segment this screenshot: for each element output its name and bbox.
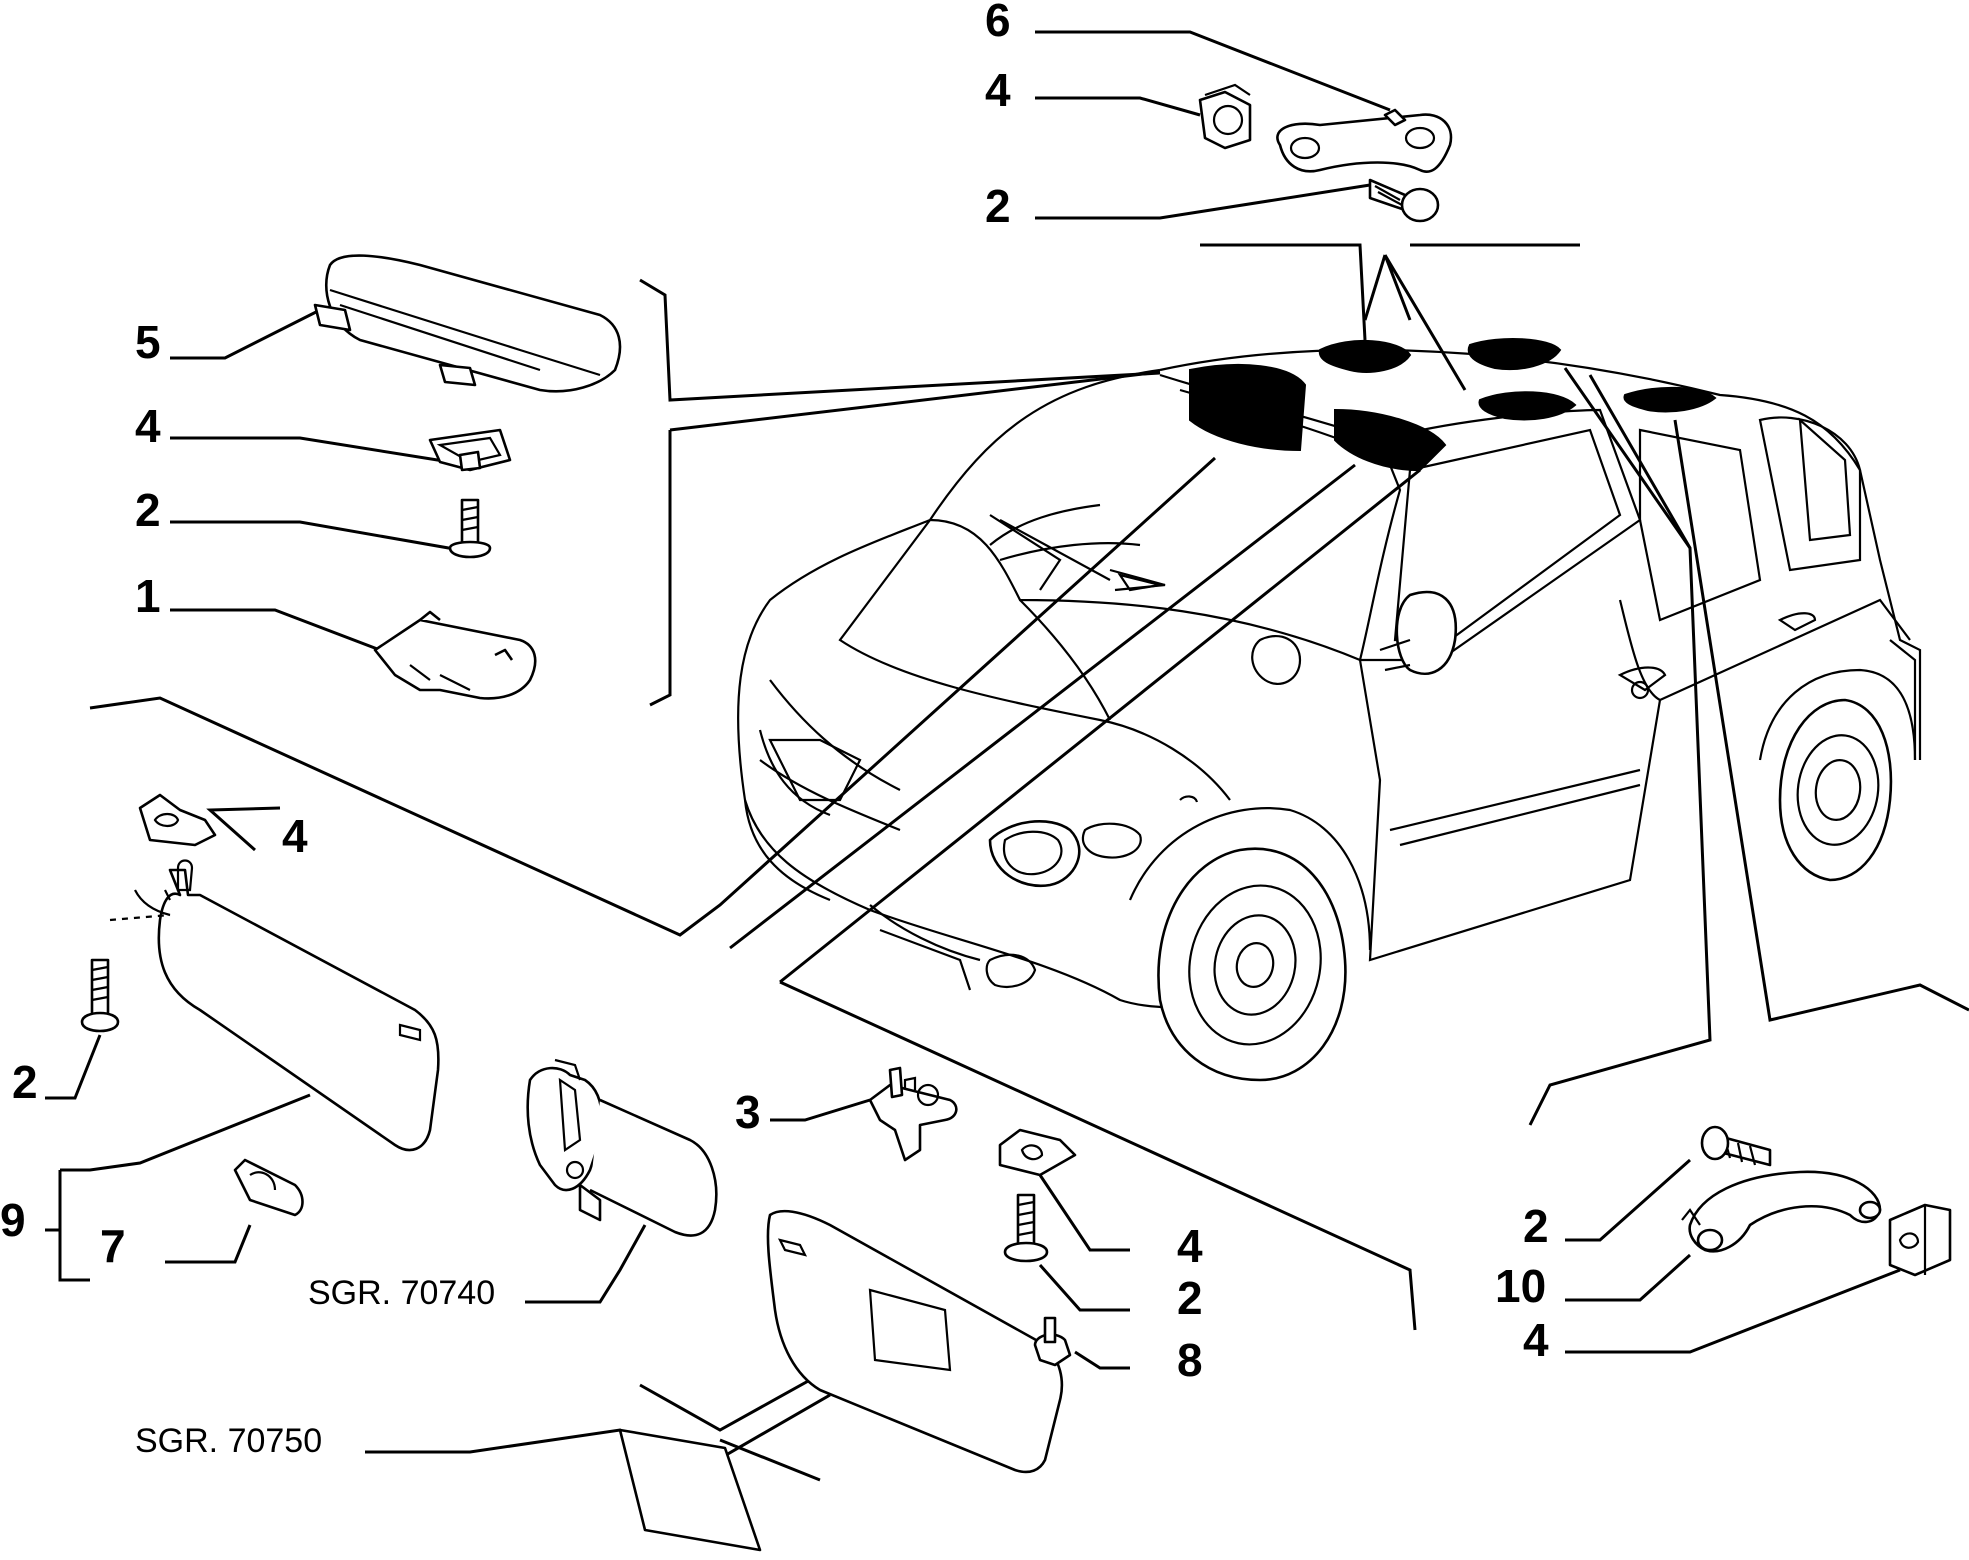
- callout-number: 2: [135, 484, 161, 536]
- label-sticker-part: [618, 1428, 762, 1552]
- grab-handle-part-right: [1681, 1170, 1882, 1253]
- screw-part-visor-left: [80, 958, 120, 1033]
- reference-labels: SGR. 70740 SGR. 70750: [135, 1274, 495, 1460]
- ref-label-sticker: SGR. 70750: [135, 1422, 322, 1460]
- callout-number: 5: [135, 316, 161, 368]
- clip-part-right-group: [1888, 1203, 1952, 1277]
- lamp-base-part: [373, 610, 537, 700]
- callout-number: 4: [1523, 1314, 1549, 1366]
- callout-number: 4: [1177, 1220, 1203, 1272]
- callout-number: 2: [1523, 1200, 1549, 1252]
- screw-part-right-group: [1700, 1125, 1772, 1167]
- callout-number: 9: [0, 1194, 26, 1246]
- sun-visor-left-position: [1189, 364, 1307, 452]
- grab-handle-part-top: [1276, 108, 1453, 174]
- callout-number: 1: [135, 570, 161, 622]
- clip-part-visor-left: [138, 793, 217, 847]
- callout-number: 7: [100, 1220, 126, 1272]
- callout-number: 4: [985, 64, 1011, 116]
- screw-part-top: [1368, 178, 1440, 223]
- car-illustration: [737, 337, 1922, 1082]
- visor-bracket-part: [868, 1066, 958, 1162]
- courtesy-lamp-part: [313, 254, 622, 393]
- callout-number: 2: [12, 1056, 38, 1108]
- callout-numbers: 6 4 2 5 4 2 1 4 2 9 7 3 4 2 8 2 10 4: [0, 0, 1549, 1386]
- ref-label-mirror: SGR. 70740: [308, 1274, 495, 1312]
- callout-number: 2: [985, 180, 1011, 232]
- grab-handle-position-3: [1478, 391, 1577, 421]
- callout-number: 4: [135, 400, 161, 452]
- grab-handle-position-2: [1467, 337, 1562, 371]
- grab-handle-position-4: [1623, 386, 1717, 413]
- grab-handle-position-1: [1318, 340, 1412, 373]
- rear-view-mirror-part: [526, 1058, 718, 1237]
- clip-part-top: [1198, 83, 1252, 150]
- sun-visor-left-part: [109, 859, 440, 1152]
- sun-visor-right-part: [766, 1209, 1072, 1474]
- clip-part-middle: [998, 1128, 1077, 1177]
- callout-number: 2: [1177, 1272, 1203, 1324]
- leader-lines: [45, 30, 1969, 1482]
- callout-number: 3: [735, 1086, 761, 1138]
- callout-number: 10: [1495, 1260, 1546, 1312]
- callout-number: 6: [985, 0, 1011, 46]
- screw-part-middle: [1003, 1193, 1049, 1263]
- callout-number: 8: [1177, 1334, 1203, 1386]
- bulb-clip-part: [233, 1158, 304, 1217]
- sun-visor-right-position: [1334, 408, 1447, 472]
- clip-part-left-group: [428, 428, 512, 472]
- screw-part-left-group: [448, 498, 492, 559]
- callout-number: 4: [282, 810, 308, 862]
